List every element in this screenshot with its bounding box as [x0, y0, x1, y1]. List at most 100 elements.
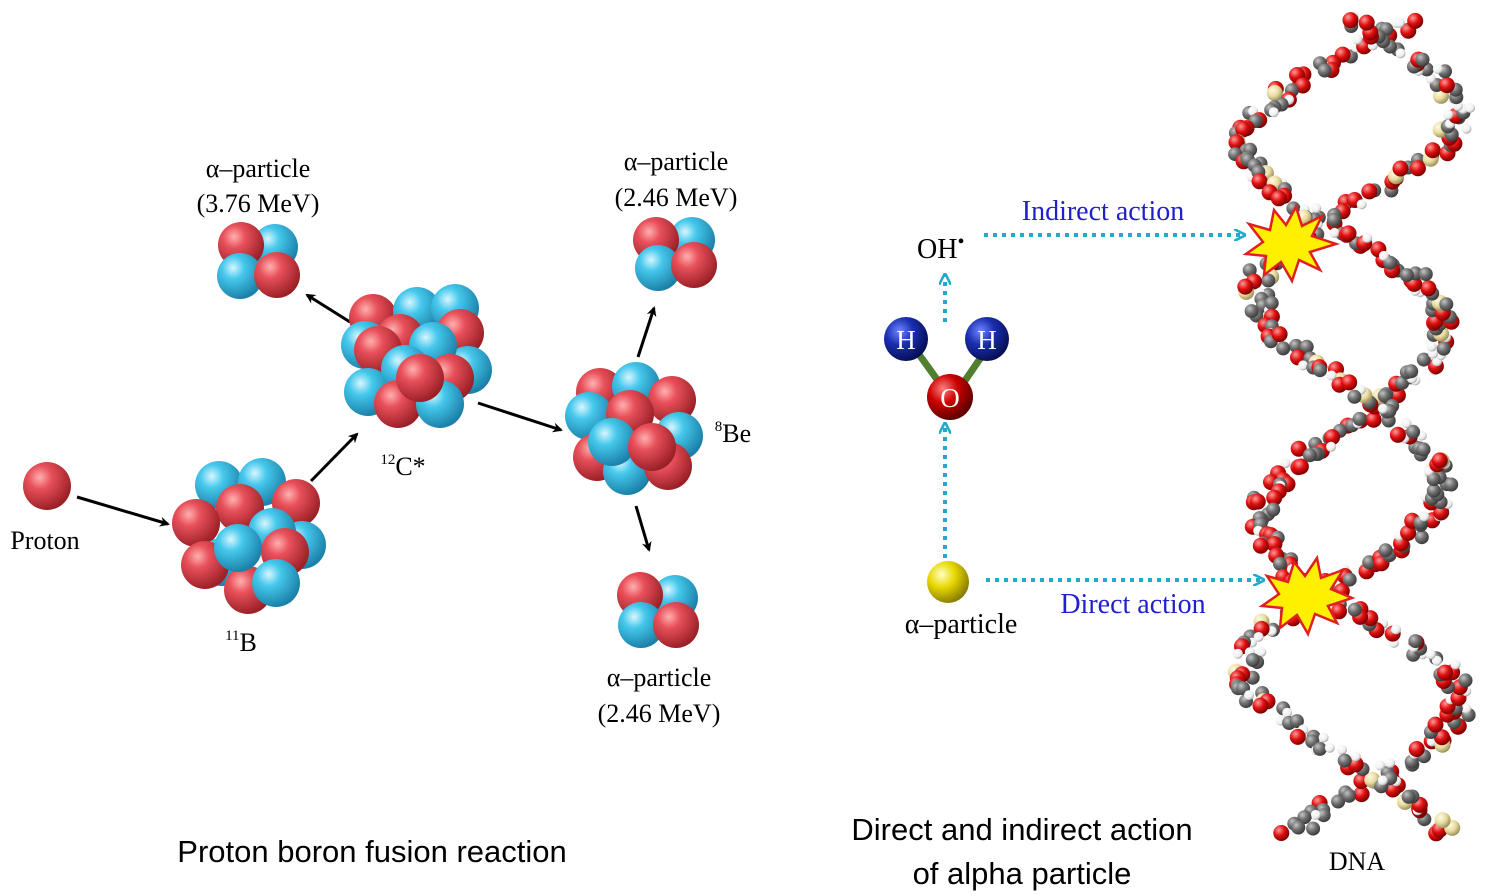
alpha-top-right-name: α–particle	[624, 147, 729, 176]
proton-sphere	[23, 462, 71, 510]
dna-atom	[1408, 634, 1423, 649]
alpha-particle-sphere	[927, 561, 969, 603]
dna-atom	[1414, 530, 1429, 545]
dna-atom	[1433, 729, 1450, 746]
dna-atom	[1377, 403, 1388, 414]
dna-atom	[1311, 203, 1322, 214]
hydroxyl-radical-label: OH•	[917, 231, 964, 265]
dna-label: DNA	[1329, 847, 1386, 876]
dna-atom	[1337, 744, 1347, 755]
boron-mass-number: 11	[225, 628, 239, 644]
beryllium-8-nucleus	[565, 362, 703, 495]
dna-atom	[1406, 424, 1421, 439]
dna-atom	[1289, 714, 1304, 729]
dna-atom	[1273, 556, 1287, 571]
carbon-label: 12C*	[380, 452, 425, 481]
dna-atom	[1432, 63, 1443, 74]
alpha-particle-top-right	[633, 217, 717, 291]
dna-atom	[1253, 632, 1264, 642]
fusion-caption: Proton boron fusion reaction	[177, 834, 566, 869]
dna-atom	[1427, 716, 1444, 733]
carbon-mass-number: 12	[380, 452, 395, 468]
dna-atom	[1419, 511, 1430, 522]
dna-atom	[1361, 183, 1378, 200]
dna-atom	[1291, 820, 1306, 835]
alpha-particle-top-left	[217, 222, 300, 299]
arrow-proton-to-boron	[76, 495, 170, 527]
dna-atom	[1326, 441, 1337, 452]
dna-atom	[1377, 388, 1392, 403]
dna-atom	[1268, 107, 1279, 118]
dna-atom	[1450, 659, 1461, 670]
indirect-damage-burst	[1242, 203, 1341, 285]
dna-atom	[1426, 483, 1441, 498]
alpha-top-right-energy: (2.46 MeV)	[615, 183, 738, 212]
dna-atom	[1392, 160, 1409, 177]
dna-atom	[1424, 142, 1441, 159]
dna-atom	[1425, 649, 1436, 660]
dna-atom	[1362, 232, 1373, 243]
dna-atom	[1409, 160, 1426, 177]
alpha-top-left-energy: (3.76 MeV)	[197, 189, 320, 218]
hydrogen-right-label: H	[977, 325, 997, 355]
dna-atom	[1408, 741, 1425, 757]
dna-atom	[1352, 34, 1363, 45]
hydrogen-atom-left	[884, 317, 928, 361]
alpha-particle-label: α–particle	[905, 609, 1018, 640]
dna-atom	[1407, 12, 1424, 29]
dna-atom	[1261, 273, 1276, 288]
dna-atom	[1433, 504, 1450, 521]
dna-atom	[1358, 14, 1375, 31]
dna-atom	[1280, 458, 1291, 469]
alpha-particle-bottom	[617, 572, 699, 648]
dna-atom	[1331, 603, 1347, 620]
dna-atom	[1389, 426, 1406, 443]
dna-atom	[1306, 821, 1321, 836]
arrow-beryllium-to-alpha-3	[634, 505, 652, 552]
dna-atom	[1444, 477, 1459, 492]
dna-atom	[1271, 326, 1288, 343]
dna-atom	[1401, 418, 1412, 429]
dna-atom	[1297, 810, 1312, 825]
dna-atom	[1235, 121, 1252, 138]
dna-atom	[1327, 212, 1341, 227]
alpha-bottom-energy: (2.46 MeV)	[598, 699, 721, 728]
dna-atom	[1458, 673, 1473, 688]
dna-atom	[1347, 756, 1364, 773]
arrow-beryllium-to-alpha-2	[636, 306, 657, 358]
beryllium-mass-number: 8	[715, 419, 723, 435]
dna-atom	[1266, 489, 1283, 506]
alpha-bottom-name: α–particle	[607, 663, 712, 692]
dna-atom	[1245, 653, 1260, 667]
dna-atom	[1374, 760, 1385, 771]
dna-atom	[1347, 389, 1362, 404]
hydroxyl-text: OH	[917, 234, 957, 265]
dna-atom	[1356, 199, 1367, 210]
dna-atom	[1415, 52, 1430, 67]
dna-atom	[1431, 655, 1442, 666]
dna-atom	[1404, 364, 1419, 379]
alpha-top-left-name: α–particle	[206, 154, 311, 183]
proton-label: Proton	[10, 526, 79, 555]
dna-atom	[1443, 109, 1454, 120]
dna-atom	[1310, 809, 1321, 820]
dna-atom	[1342, 788, 1357, 803]
dna-atom	[1289, 338, 1303, 353]
dna-atom	[1352, 411, 1367, 426]
dna-atom	[1232, 648, 1243, 659]
dna-atom	[1400, 524, 1417, 541]
water-molecule: H H O	[884, 317, 1009, 420]
dna-atom	[1252, 537, 1269, 554]
dna-atom	[1378, 250, 1389, 261]
dna-atom	[1465, 102, 1476, 113]
arrow-carbon-to-alpha-1	[305, 293, 351, 324]
dna-atom	[1436, 341, 1451, 356]
dna-atom	[1266, 85, 1283, 101]
carbon-symbol: C*	[395, 452, 425, 481]
dna-atom	[1399, 268, 1414, 283]
dna-atom	[1256, 647, 1267, 657]
dna-atom	[1289, 728, 1306, 745]
dna-atom	[1228, 134, 1245, 151]
dna-atom	[1282, 707, 1293, 718]
beryllium-label: 8Be	[715, 419, 751, 448]
